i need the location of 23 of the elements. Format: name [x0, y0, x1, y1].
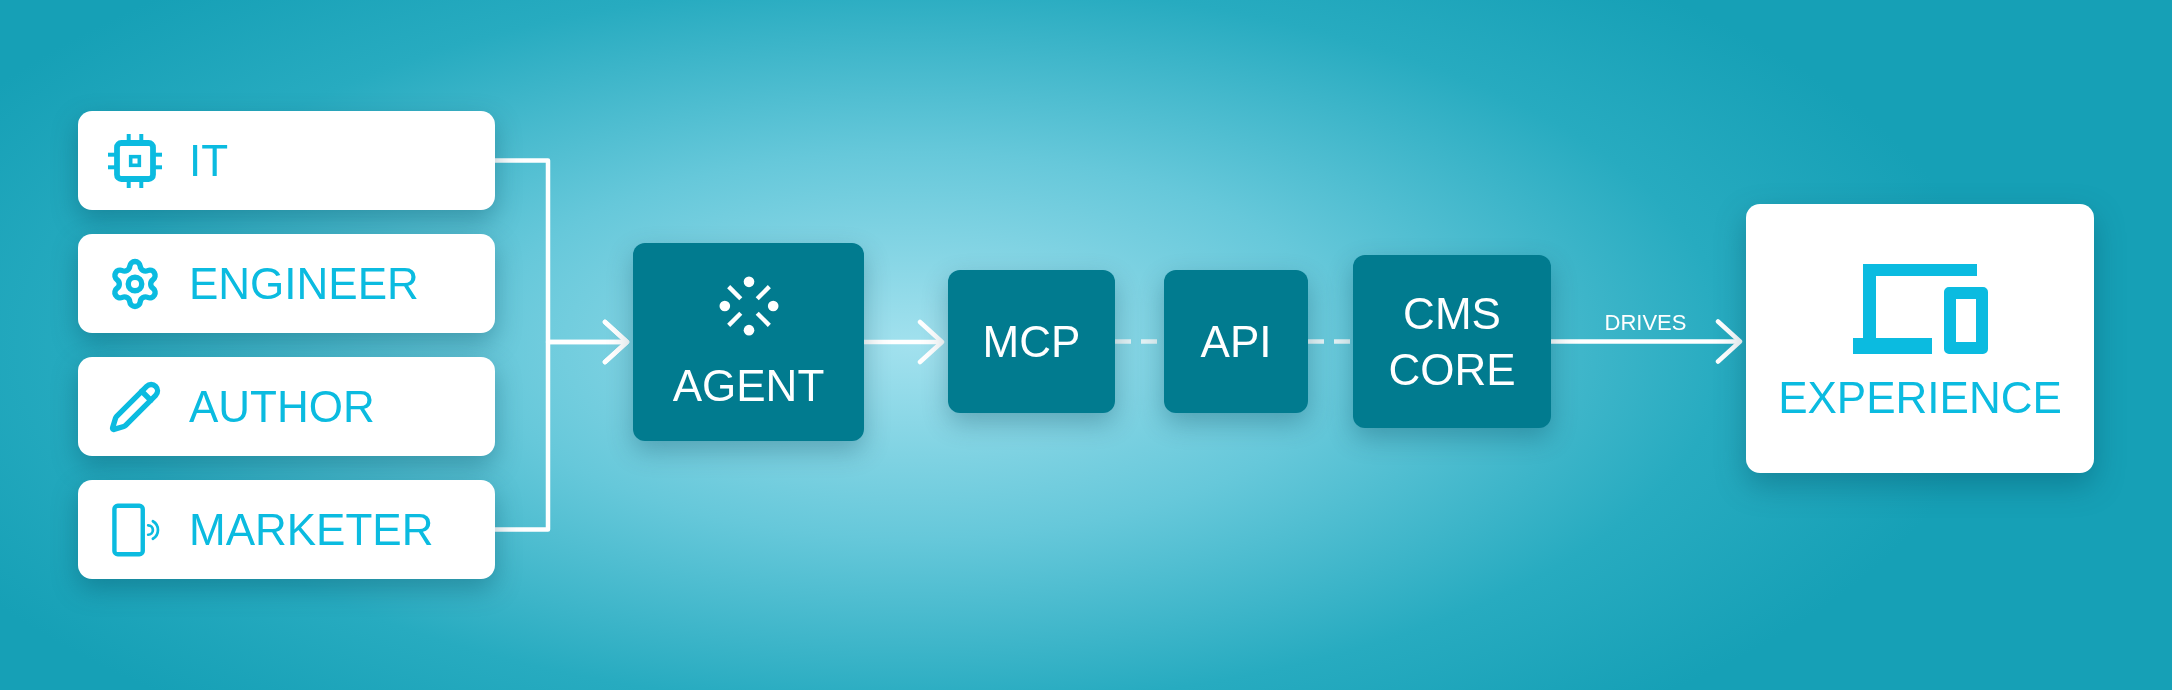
- box-label: MCP: [982, 315, 1081, 368]
- role-card: [78, 357, 495, 456]
- role-card: [78, 111, 495, 210]
- role-label: MARKETER: [189, 504, 434, 555]
- box-label: CMS CORE: [1387, 287, 1517, 396]
- role-label: AUTHOR: [189, 381, 375, 432]
- box-label: API: [1200, 315, 1272, 368]
- process-box: [1164, 270, 1308, 413]
- arrow: [864, 319, 945, 365]
- output-card: [1746, 204, 2094, 473]
- arrow: [495, 319, 630, 532]
- process-box: [1353, 255, 1551, 428]
- dashed-connector: [1308, 339, 1353, 344]
- role-card: [78, 480, 495, 579]
- edge-label: DRIVES: [1604, 309, 1687, 336]
- role-card: [78, 234, 495, 333]
- process-box: [633, 243, 864, 441]
- arrow: [1551, 319, 1743, 364]
- output-label: EXPERIENCE: [1778, 371, 2062, 424]
- process-box: [948, 270, 1115, 413]
- role-label: IT: [189, 135, 229, 186]
- box-label: AGENT: [672, 360, 825, 412]
- role-label: ENGINEER: [189, 258, 419, 309]
